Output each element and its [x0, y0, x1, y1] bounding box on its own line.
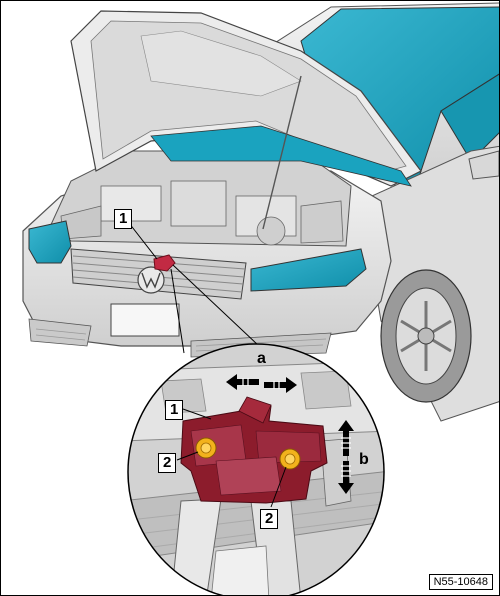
arrow-a-right: [264, 377, 297, 393]
headlight-right: [250, 248, 367, 292]
figure-id: N55-10648: [428, 574, 493, 590]
direction-label-a: a: [257, 350, 266, 367]
license-plate: [110, 303, 180, 337]
callout-bolt-2-bottom: 2: [260, 509, 279, 529]
headlight-left: [28, 220, 72, 264]
zoom-leader-right: [172, 264, 260, 347]
callout-part-1-detail: 1: [165, 400, 184, 420]
bolt-bottom: [279, 448, 301, 470]
direction-label-b: b: [359, 451, 369, 468]
callout-part-1-overview: 1: [114, 209, 133, 229]
hood-lock-overview: [153, 254, 176, 272]
arrow-a-left: [226, 374, 259, 390]
callout-bolt-2-left: 2: [158, 453, 177, 473]
arrow-b-down: [338, 461, 354, 494]
arrow-b-up: [338, 420, 354, 456]
side-window: [440, 73, 499, 162]
zoom-leader-left: [170, 268, 185, 354]
bolt-left: [195, 437, 217, 459]
hood-prop-rod: [262, 75, 302, 230]
